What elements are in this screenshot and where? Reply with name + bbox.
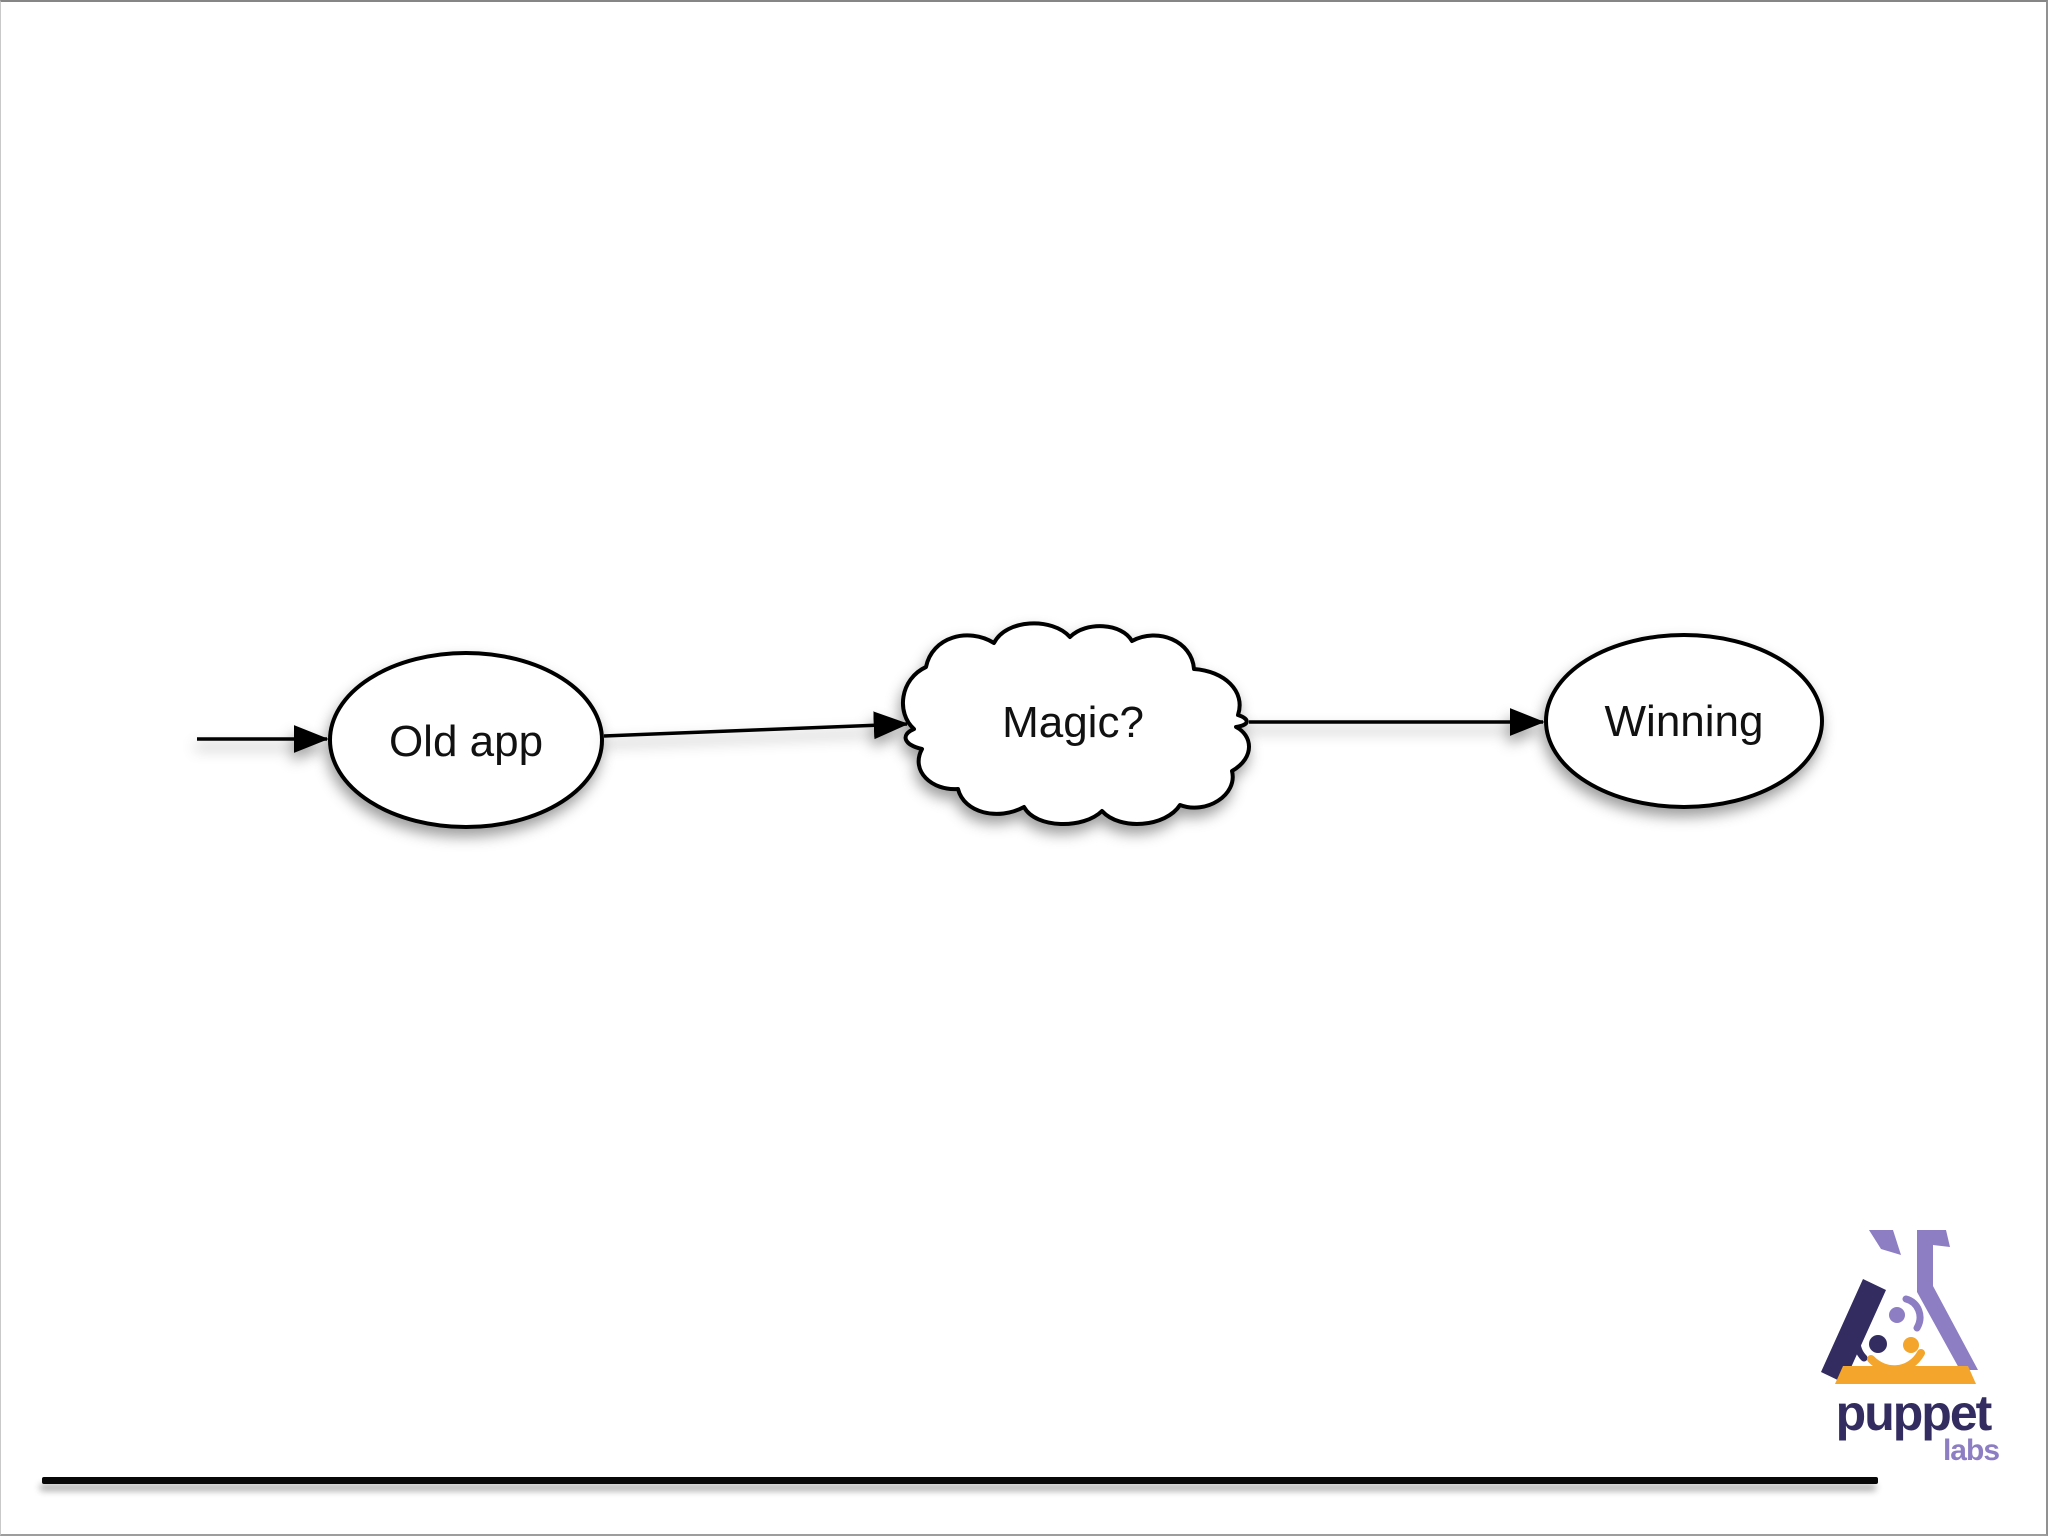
node-winning — [1544, 633, 1824, 809]
logo-wordmark: puppet — [1835, 1385, 1993, 1441]
edge-old-app-to-magic — [603, 711, 909, 740]
node-old-app — [328, 651, 604, 829]
logo-sub-wordmark: labs — [1942, 1434, 2000, 1467]
node-magic-cloud — [900, 621, 1251, 826]
footer-divider — [42, 1477, 1878, 1484]
node-magic-label: Magic? — [1002, 698, 1144, 747]
cloud-shape — [900, 621, 1251, 826]
puppet-labs-logo: puppet labs — [1813, 1224, 2013, 1484]
node-old-app-label: Old app — [389, 717, 543, 766]
flask-icon — [1821, 1230, 1978, 1384]
node-winning-label: Winning — [1605, 697, 1764, 746]
